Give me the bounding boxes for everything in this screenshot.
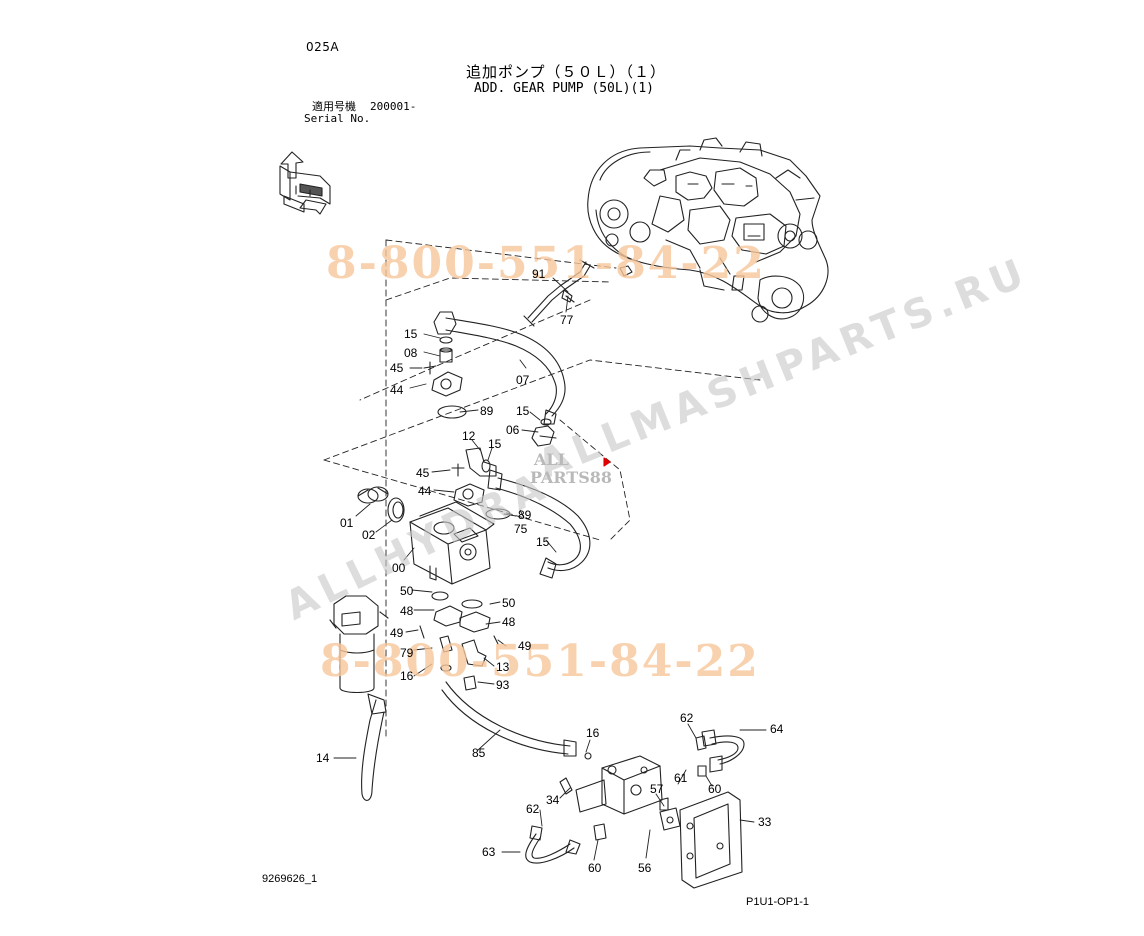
callout-33[interactable]: 33: [758, 815, 772, 829]
upper-flange-parts: [423, 336, 467, 419]
callout-02[interactable]: 02: [362, 528, 376, 542]
watermark-logo-top: ALL: [534, 450, 569, 469]
callout-85[interactable]: 85: [472, 746, 486, 760]
filter-assembly: [329, 595, 389, 694]
callout-61[interactable]: 61: [674, 771, 688, 785]
seal-02: [387, 497, 405, 523]
callout-15[interactable]: 15: [536, 535, 550, 549]
small-fittings: [584, 735, 707, 841]
coupling-01: [357, 486, 389, 504]
engine-assembly: [587, 137, 829, 323]
title-english: ADD. GEAR PUMP (50L)(1): [474, 81, 655, 96]
watermark-phone-top: 8-800-551-84-22: [326, 238, 766, 289]
callout-08[interactable]: 08: [404, 346, 418, 360]
page-code: P1U1-OP1-1: [746, 896, 809, 908]
callout-15[interactable]: 15: [488, 437, 502, 451]
callout-00[interactable]: 00: [392, 561, 406, 575]
title-japanese: 追加ポンプ（５０Ｌ）（１）: [466, 63, 667, 81]
fitting-06: [531, 418, 557, 447]
callout-75[interactable]: 75: [514, 522, 528, 536]
callout-91[interactable]: 91: [532, 267, 546, 281]
callout-16[interactable]: 16: [400, 669, 414, 683]
callout-48[interactable]: 48: [502, 615, 516, 629]
serial-value: 200001-: [370, 100, 417, 113]
callout-15[interactable]: 15: [404, 327, 418, 341]
fittings-79-13: [439, 635, 487, 691]
callout-49[interactable]: 49: [518, 639, 532, 653]
drawing-number: 9269626_1: [262, 873, 318, 885]
middle-flange-parts: [451, 463, 511, 520]
callout-93[interactable]: 93: [496, 678, 510, 692]
callout-64[interactable]: 64: [770, 722, 784, 736]
callout-79[interactable]: 79: [400, 646, 414, 660]
callout-63[interactable]: 63: [482, 845, 496, 859]
callout-45[interactable]: 45: [390, 361, 404, 375]
callout-50[interactable]: 50: [400, 584, 414, 598]
bracket-33: [679, 791, 743, 889]
lower-flange-parts: [419, 591, 499, 645]
hose-85: [441, 681, 577, 757]
callout-56[interactable]: 56: [638, 861, 652, 875]
callout-16[interactable]: 16: [586, 726, 600, 740]
callout-45[interactable]: 45: [416, 466, 430, 480]
callout-62[interactable]: 62: [526, 802, 540, 816]
callout-60[interactable]: 60: [588, 861, 602, 875]
callout-leaders: [333, 277, 767, 861]
callout-44[interactable]: 44: [390, 383, 404, 397]
callout-62[interactable]: 62: [680, 711, 694, 725]
callout-14[interactable]: 14: [316, 751, 330, 765]
hose-75: [487, 469, 591, 579]
hose-07: [433, 311, 566, 425]
callout-50[interactable]: 50: [502, 596, 516, 610]
gear-pump-00: [409, 501, 495, 585]
callout-34[interactable]: 34: [546, 793, 560, 807]
callout-89[interactable]: 89: [480, 404, 494, 418]
pipe-63: [525, 825, 581, 864]
section-code: 025A: [306, 40, 340, 54]
callout-77[interactable]: 77: [560, 313, 574, 327]
watermark-phone-bottom: 8-800-551-84-22: [320, 636, 760, 687]
callout-60[interactable]: 60: [708, 782, 722, 796]
elbow-12: [465, 447, 497, 477]
serial-label-en: Serial No.: [304, 112, 371, 125]
watermark-logo-bottom: PARTS88: [530, 468, 613, 487]
callout-12[interactable]: 12: [462, 429, 476, 443]
callout-01[interactable]: 01: [340, 516, 354, 530]
callout-57[interactable]: 57: [650, 782, 664, 796]
callout-44[interactable]: 44: [418, 484, 432, 498]
pipe-64: [701, 729, 745, 773]
pipe-91: [523, 259, 595, 327]
callout-13[interactable]: 13: [496, 660, 510, 674]
callout-48[interactable]: 48: [400, 604, 414, 618]
logo-marker-icon: [603, 457, 611, 467]
callout-15[interactable]: 15: [516, 404, 530, 418]
callout-06[interactable]: 06: [506, 423, 520, 437]
orientation-arrow-icon: [279, 151, 331, 215]
callout-49[interactable]: 49: [390, 626, 404, 640]
hose-14: [361, 693, 387, 801]
serial-label-jp: 適用号機: [312, 100, 356, 113]
callout-07[interactable]: 07: [516, 373, 530, 387]
callout-89[interactable]: 89: [518, 508, 532, 522]
